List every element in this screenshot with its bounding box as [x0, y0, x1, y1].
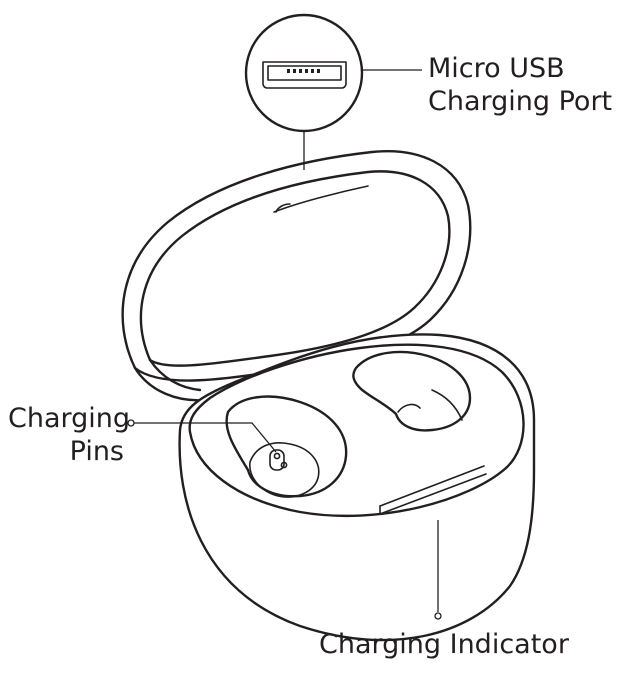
label-line: Charging Port [428, 86, 613, 117]
label-line: Micro USB [428, 53, 565, 84]
label-micro-usb-charging-port: Micro USB Charging Port [428, 52, 612, 118]
indicator-leader [434, 520, 442, 620]
label-line: Pins [69, 436, 124, 467]
label-charging-indicator: Charging Indicator [319, 629, 569, 660]
label-line: Charging [8, 403, 131, 434]
pins-leader [127, 419, 277, 453]
case-hinge [133, 358, 207, 402]
case-base [178, 333, 536, 642]
left-earbud-cavity [225, 395, 348, 498]
usb-port-teeth [287, 69, 320, 73]
right-earbud-cavity [352, 350, 472, 432]
usb-callout [244, 13, 422, 170]
label-charging-pins: Charging Pins [8, 402, 131, 468]
